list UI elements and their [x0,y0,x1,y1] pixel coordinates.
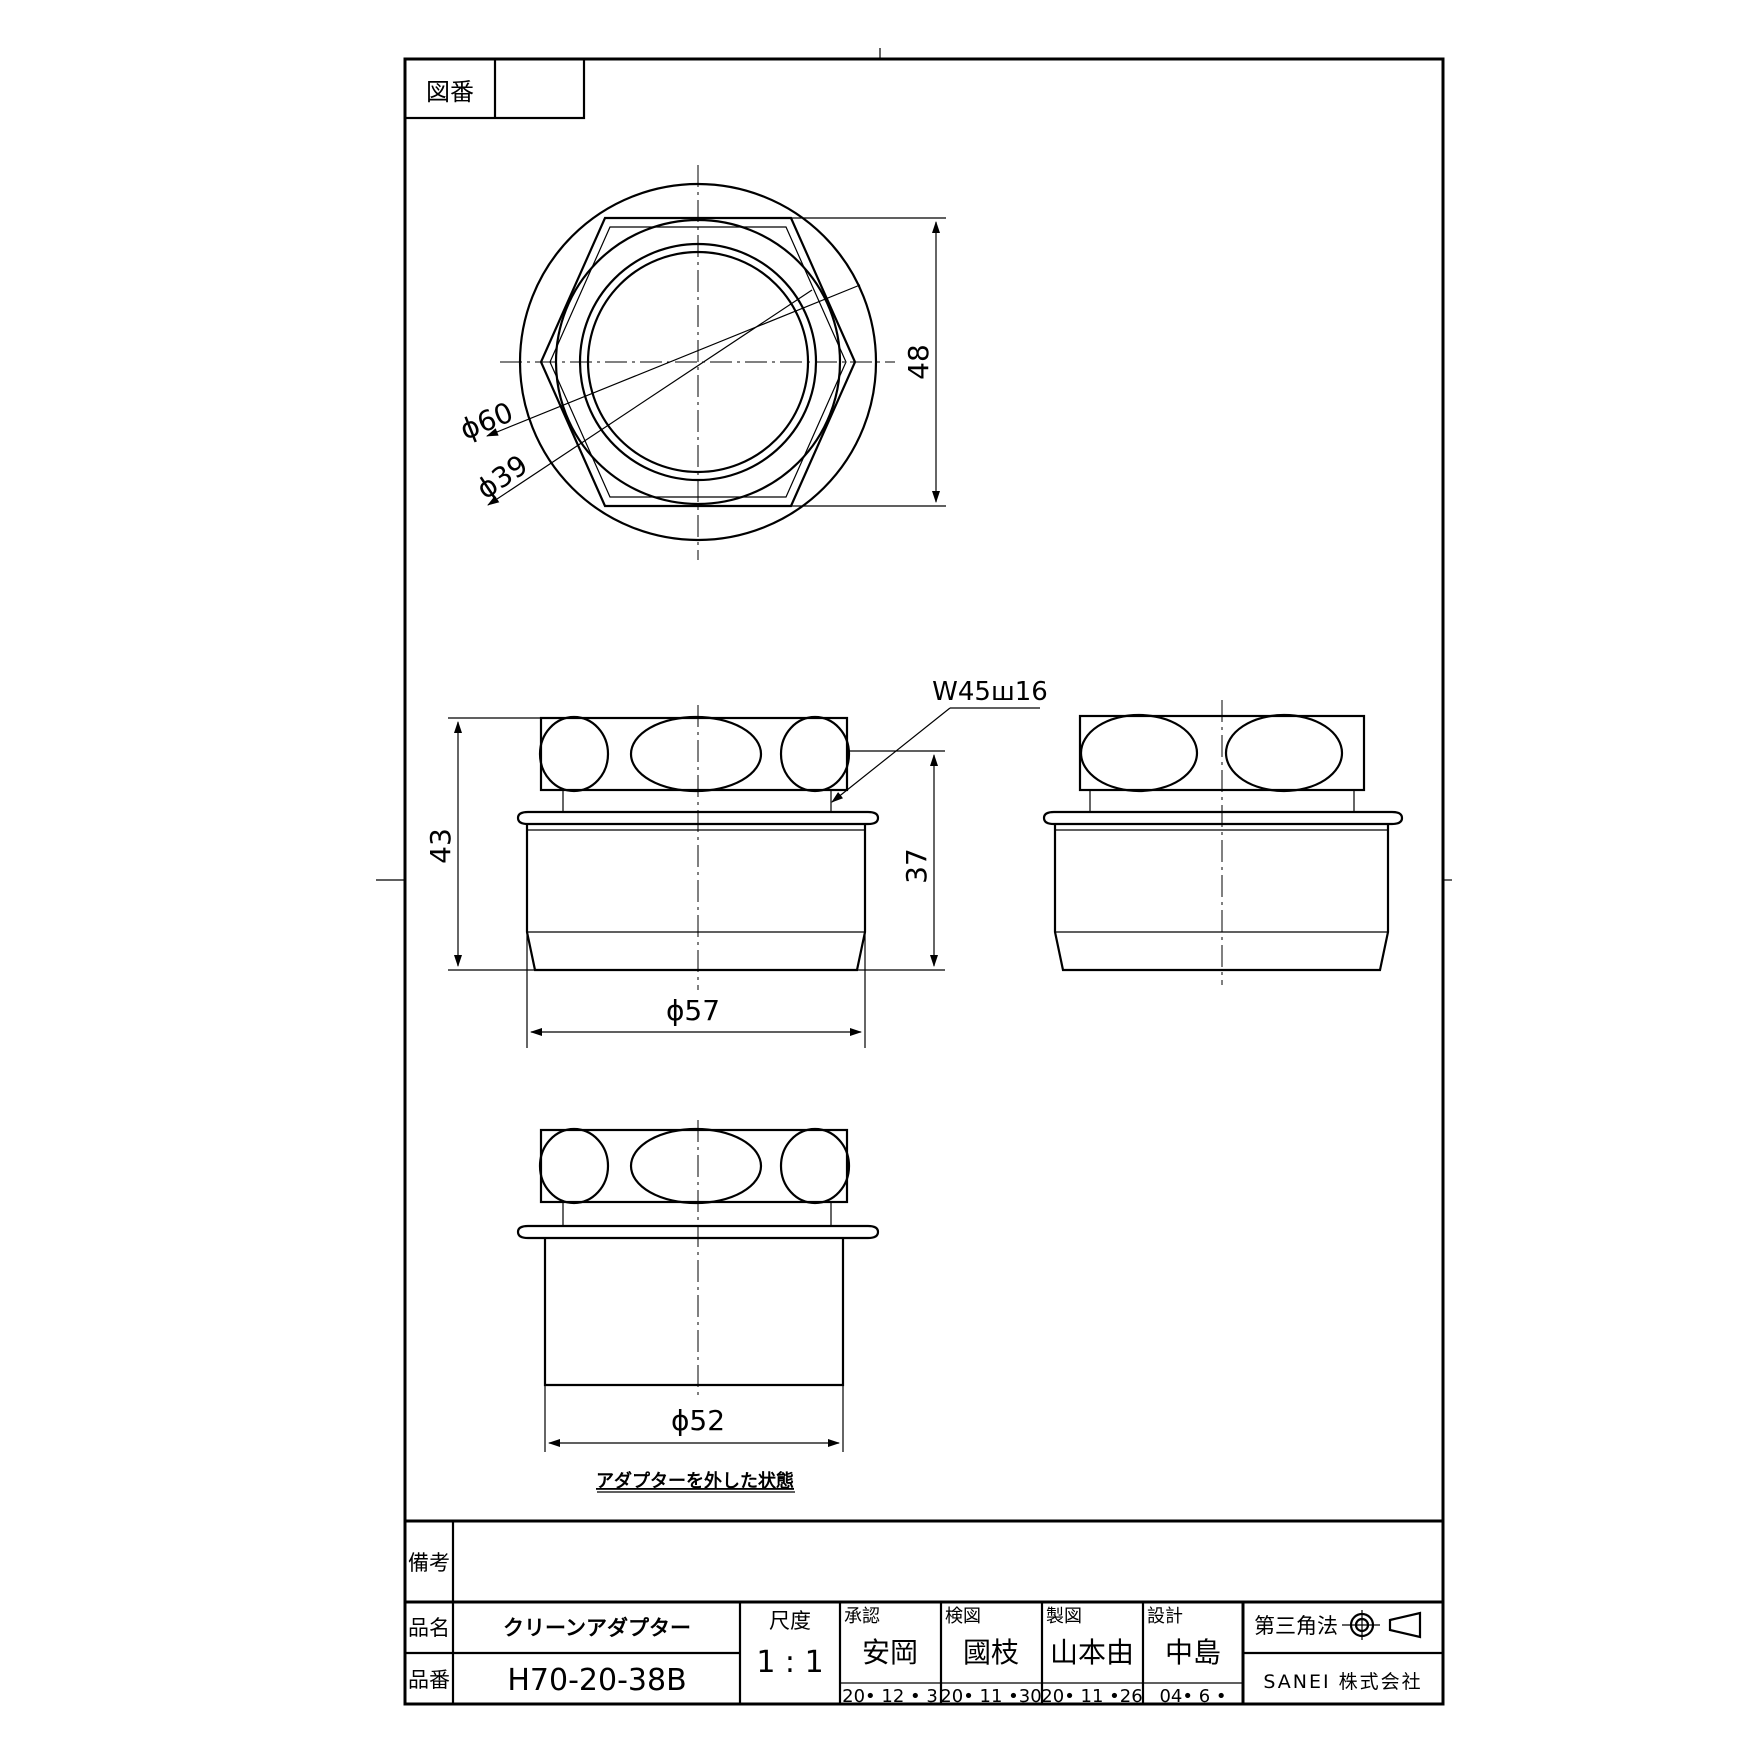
thread-spec: W45ш16 [932,677,1048,707]
drafting-name: 山本由 [1050,1636,1134,1669]
dim-lower-body-dia: ϕ52 [671,1404,725,1437]
approval-name: 安岡 [862,1636,918,1669]
approval-date: 20• 12 • 3 [842,1686,938,1707]
check-name: 國枝 [963,1636,1019,1669]
dim-front-height: 43 [424,828,457,864]
design-label: 設計 [1147,1606,1183,1627]
top-view: ϕ60 ϕ39 48 [455,165,946,560]
lower-view-caption: アダプターを外した状態 [596,1470,794,1492]
scale-value: 1 : 1 [756,1645,823,1680]
drafting-label: 製図 [1046,1606,1082,1627]
side-view [1042,700,1404,985]
design-date: 04• 6 • [1159,1686,1226,1707]
dim-front-body-dia: ϕ57 [666,994,720,1027]
front-view: W45ш16 43 37 ϕ57 [424,677,1048,1048]
check-label: 検図 [945,1606,981,1627]
dim-top-inner-dia: ϕ39 [470,448,533,506]
drawing-number-box: 図番 [403,57,586,120]
product-number: H70-20-38B [507,1663,686,1698]
product-name-label: 品名 [408,1616,450,1640]
check-date: 20• 11 •30 [940,1686,1041,1707]
remarks-label: 備考 [408,1551,450,1575]
lower-view: ϕ52 アダプターを外した状態 [516,1120,880,1493]
projection-label: 第三角法 [1254,1614,1338,1638]
dim-front-body-height: 37 [900,848,933,884]
title-block: 備考 品名 クリーンアダプター 品番 H70-20-38B 尺度 1 : 1 承… [405,1519,1443,1707]
dim-top-outer-dia: ϕ60 [455,396,518,447]
approval-label: 承認 [844,1606,880,1627]
product-name: クリーンアダプター [503,1616,691,1640]
drawing-frame [403,57,1445,1706]
design-name: 中島 [1165,1636,1221,1669]
product-number-label: 品番 [408,1668,450,1692]
drawing-number-label: 図番 [426,78,474,106]
dim-top-across-flats: 48 [902,344,935,380]
third-angle-projection-icon [1342,1610,1422,1640]
company-name: SANEI 株式会社 [1263,1671,1422,1693]
scale-label: 尺度 [769,1609,811,1633]
drafting-date: 20• 11 •26 [1041,1686,1142,1707]
